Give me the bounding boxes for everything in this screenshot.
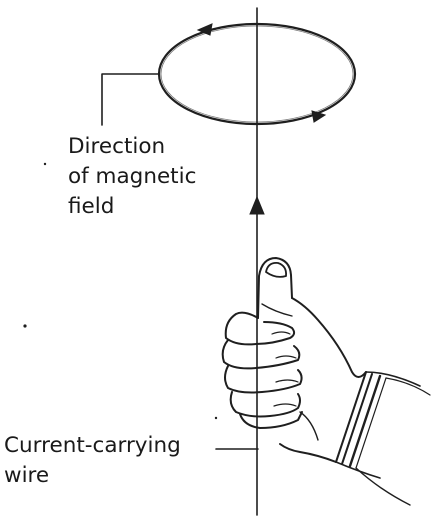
field-direction-arrow-bottom bbox=[311, 110, 327, 123]
field-label: Direction of magnetic field bbox=[68, 134, 196, 219]
field-direction-arrow-top bbox=[196, 23, 213, 36]
thumbnail bbox=[265, 262, 287, 278]
finger-index-outline bbox=[224, 311, 296, 346]
speck-dot bbox=[214, 416, 218, 420]
wire-label-line-1: Current-carrying bbox=[4, 433, 181, 458]
field-label-leader-line bbox=[101, 73, 160, 126]
finger-ring-outline bbox=[224, 365, 303, 394]
finger-bottom-outline bbox=[239, 411, 303, 429]
speck-dot bbox=[23, 324, 27, 328]
hand-back-outline bbox=[279, 297, 367, 463]
finger-middle-outline bbox=[221, 339, 301, 370]
wire-label-line-2: wire bbox=[4, 463, 49, 488]
field-label-line-2: of magnetic bbox=[68, 164, 196, 189]
finger-little-outline bbox=[229, 391, 301, 418]
sleeve-cuff bbox=[335, 371, 431, 506]
field-label-line-3: field bbox=[68, 194, 114, 219]
right-hand-illustration bbox=[221, 257, 431, 506]
speck-dot bbox=[43, 162, 47, 166]
field-label-line-1: Direction bbox=[68, 134, 165, 159]
current-direction-arrow bbox=[249, 195, 265, 215]
thumb-outline bbox=[257, 257, 293, 319]
wire-label: Current-carrying wire bbox=[4, 433, 181, 488]
